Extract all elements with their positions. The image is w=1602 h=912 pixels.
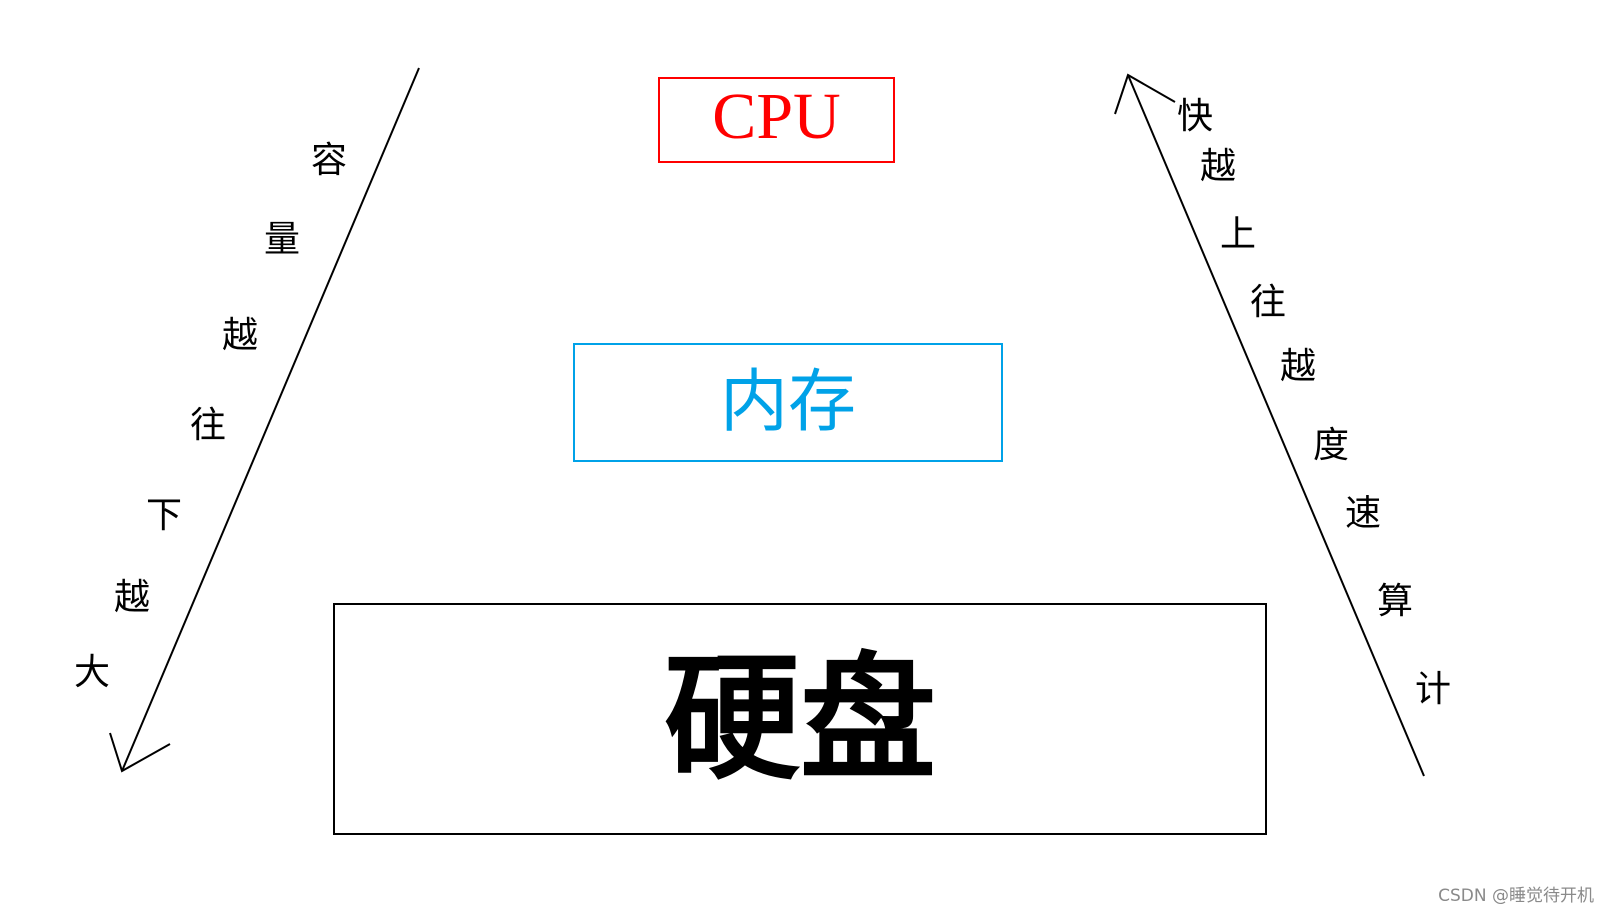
left-annotation-char: 大 — [74, 652, 111, 693]
right-annotation-char: 往 — [1250, 282, 1287, 323]
right-annotation-char: 速 — [1345, 493, 1382, 534]
right-annotation-char: 快 — [1177, 96, 1214, 137]
memory-box: 内存 — [573, 343, 1003, 462]
cpu-box: CPU — [658, 77, 895, 163]
cpu-label: CPU — [712, 80, 841, 153]
right-arrow — [1114, 73, 1425, 777]
right-annotation-char: 越 — [1200, 146, 1237, 187]
left-annotation-char: 容 — [311, 140, 348, 181]
left-annotation-char: 往 — [190, 405, 227, 446]
watermark: CSDN @睡觉待开机 — [1438, 886, 1594, 906]
right-annotation-char: 算 — [1377, 581, 1414, 622]
right-annotation-char: 度 — [1313, 425, 1350, 466]
right-annotation-char: 越 — [1280, 346, 1317, 387]
right-arrow-head — [1114, 73, 1176, 115]
memory-label: 内存 — [719, 362, 856, 442]
disk-label: 硬盘 — [664, 639, 936, 799]
left-arrow-shaft — [121, 67, 420, 772]
right-annotation-char: 上 — [1220, 214, 1257, 255]
left-annotation-char: 下 — [146, 495, 183, 536]
right-arrow-shaft — [1127, 74, 1425, 777]
disk-box: 硬盘 — [333, 603, 1267, 835]
left-arrow-head — [109, 732, 171, 773]
left-annotation-char: 量 — [264, 219, 301, 260]
left-annotation-char: 越 — [222, 315, 259, 356]
left-annotation-char: 越 — [114, 577, 151, 618]
left-arrow — [109, 67, 420, 773]
right-annotation-char: 计 — [1415, 669, 1452, 710]
